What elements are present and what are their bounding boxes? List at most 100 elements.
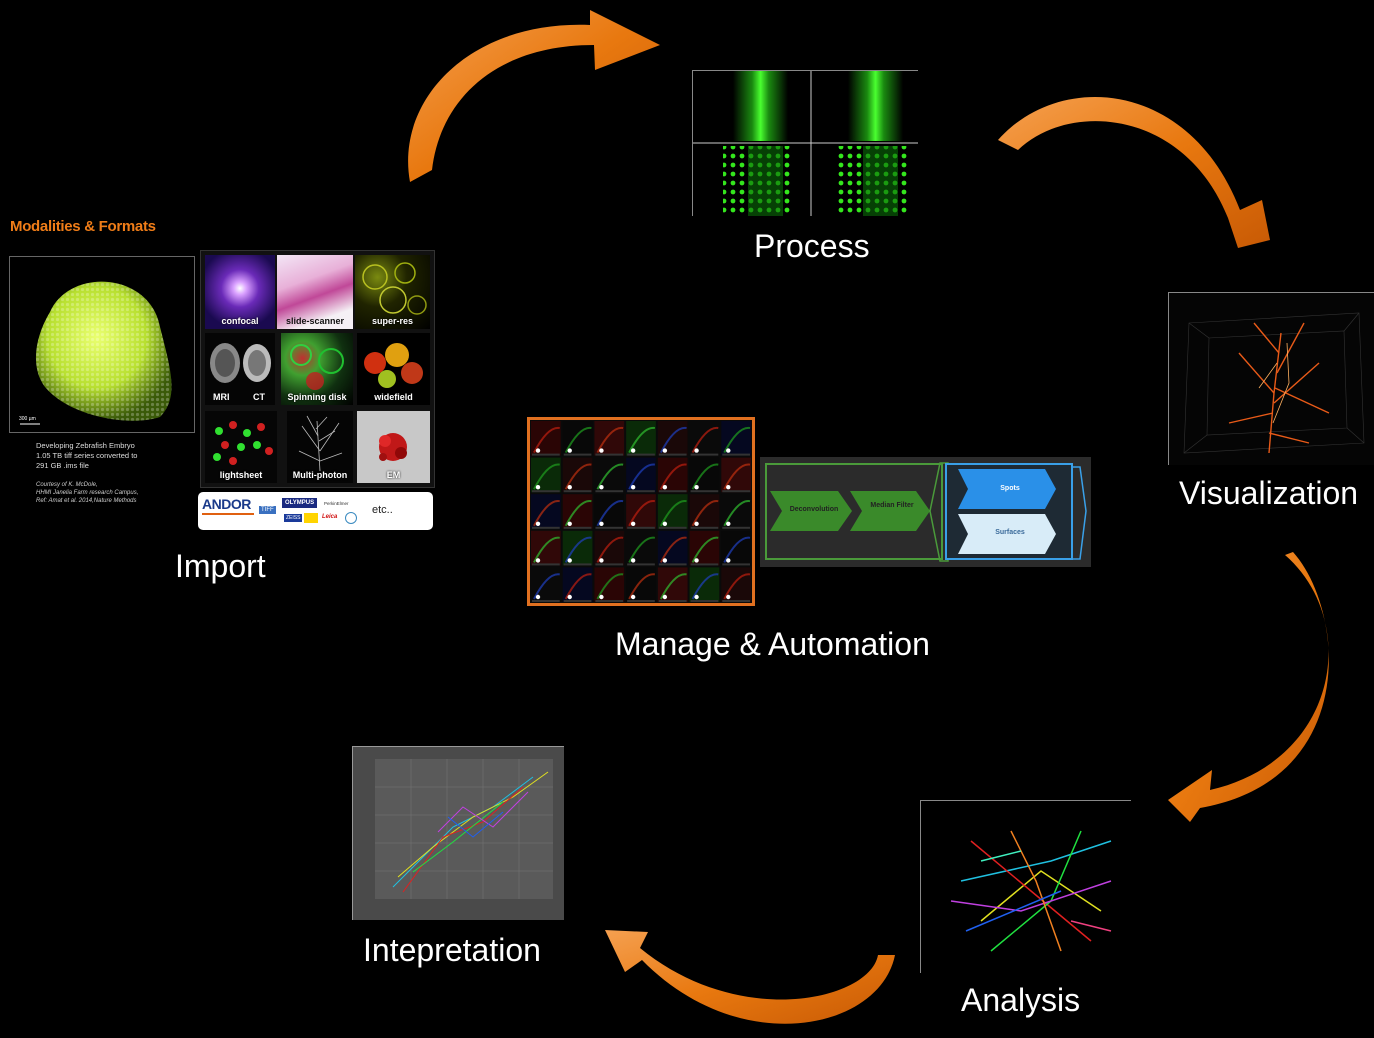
thumbnail bbox=[594, 494, 625, 529]
embryo-caption: Developing Zebrafish Embryo 1.05 TB tiff… bbox=[36, 441, 137, 471]
modalities-heading: Modalities & Formats bbox=[10, 218, 156, 235]
stage-label-visualization: Visualization bbox=[1179, 475, 1359, 511]
thumbnail bbox=[562, 530, 593, 566]
output-surfaces: Surfaces bbox=[995, 529, 1025, 536]
thumbnail bbox=[531, 457, 561, 493]
credit-line: Courtesy of K. McDole, bbox=[36, 482, 98, 488]
tile-label: super-res bbox=[371, 316, 414, 326]
thumbnail bbox=[531, 494, 561, 529]
tile-label: Spinning disk bbox=[287, 392, 347, 402]
credit-line: Ref: Amat et al. 2014,Nature Methods bbox=[36, 498, 137, 504]
caption-line: 1.05 TB tiff series converted to bbox=[36, 451, 138, 460]
thumbnail bbox=[562, 494, 593, 529]
processing-steps-box bbox=[765, 463, 943, 560]
pipeline-step-median-filter: Median Filter bbox=[870, 502, 914, 509]
thumbnail bbox=[594, 567, 625, 602]
thumbnail bbox=[657, 421, 688, 456]
arrow-visualization-to-analysis bbox=[1168, 552, 1329, 822]
thumbnail bbox=[721, 494, 751, 529]
modality-tile-spinning-disk: Spinning disk bbox=[281, 333, 353, 405]
modality-tile-widefield: widefield bbox=[357, 333, 430, 405]
manage-thumbnail-grid bbox=[527, 417, 755, 606]
thumbnail bbox=[626, 530, 656, 566]
thumbnail bbox=[657, 494, 688, 529]
modality-tile-em: EM bbox=[357, 411, 430, 483]
zebrafish-embryo-image: 300 µm bbox=[9, 256, 195, 433]
thumbnail bbox=[626, 457, 656, 493]
thumbnail bbox=[689, 530, 720, 566]
modality-tile-super-res: super-res bbox=[355, 255, 430, 329]
thumbnail bbox=[626, 567, 656, 602]
visualization-image bbox=[1168, 292, 1374, 465]
stage-label-process: Process bbox=[754, 228, 870, 264]
thumbnail bbox=[562, 421, 593, 456]
modality-tile-confocal: confocal bbox=[205, 255, 275, 329]
andor-underline bbox=[202, 513, 254, 515]
zeiss-logo: ZEISS bbox=[284, 514, 303, 522]
thumbnail bbox=[626, 421, 656, 456]
caption-line: Developing Zebrafish Embryo bbox=[36, 441, 135, 450]
modality-tile-lightsheet: lightsheet bbox=[205, 411, 277, 483]
perkinelmer-logo: PerkinElmer bbox=[324, 501, 349, 506]
vendors-etc: etc.. bbox=[372, 504, 393, 516]
arrow-analysis-to-interpretation bbox=[605, 930, 895, 1024]
thumbnail bbox=[562, 457, 593, 493]
modality-grid: confocal slide-scanner super-res MRI CT … bbox=[200, 250, 435, 488]
tile-label-ct: CT bbox=[253, 392, 265, 402]
thumbnail bbox=[721, 567, 751, 602]
thumbnail bbox=[531, 567, 561, 602]
thumbnail bbox=[594, 457, 625, 493]
interpretation-plot-image bbox=[352, 746, 564, 920]
thumbnail bbox=[689, 494, 720, 529]
thumbnail bbox=[657, 530, 688, 566]
tile-label-mri: MRI bbox=[213, 392, 230, 402]
output-spots: Spots bbox=[1000, 485, 1020, 492]
analysis-image bbox=[920, 800, 1131, 973]
thumbnail bbox=[657, 457, 688, 493]
olympus-logo: OLYMPUS bbox=[282, 498, 318, 508]
thumbnail bbox=[689, 421, 720, 456]
thumbnail bbox=[657, 567, 688, 602]
thumbnail bbox=[531, 530, 561, 566]
pipeline-chevrons bbox=[770, 462, 949, 562]
tile-label: EM bbox=[386, 470, 401, 480]
vendor-logos: ANDOR TIFF OLYMPUS PerkinElmer ZEISS Lei… bbox=[198, 492, 433, 530]
caption-line: 291 GB .ims file bbox=[36, 461, 89, 470]
nikon-logo bbox=[304, 513, 318, 523]
stage-label-interpretation: Intepretation bbox=[363, 932, 541, 968]
tile-label: confocal bbox=[221, 316, 259, 326]
process-image bbox=[692, 70, 918, 216]
globe-logo-icon bbox=[345, 512, 357, 524]
modality-tile-slide-scanner: slide-scanner bbox=[277, 255, 353, 329]
arrow-import-to-process bbox=[408, 10, 660, 182]
thumbnail bbox=[721, 457, 751, 493]
thumbnail bbox=[689, 457, 720, 493]
output-chevrons bbox=[958, 466, 1087, 560]
credit-line: HHMI Janelia Farm research Campus, bbox=[36, 490, 139, 496]
tile-label: widefield bbox=[374, 392, 413, 402]
thumbnail bbox=[721, 530, 751, 566]
tile-label: Multi-photon bbox=[292, 470, 348, 480]
stage-label-analysis: Analysis bbox=[961, 982, 1081, 1018]
thumbnail bbox=[721, 421, 751, 456]
thumbnail bbox=[594, 421, 625, 456]
leica-logo: Leica bbox=[322, 514, 338, 520]
stage-label-manage-automation: Manage & Automation bbox=[615, 626, 930, 662]
thumbnail bbox=[562, 567, 593, 602]
pipeline-step-deconvolution: Deconvolution bbox=[789, 506, 839, 513]
tile-label: slide-scanner bbox=[285, 316, 345, 326]
andor-logo: ANDOR bbox=[202, 496, 251, 512]
tiff-logo: TIFF bbox=[259, 506, 276, 514]
thumbnail bbox=[689, 567, 720, 602]
pipeline-panel: Deconvolution Median Filter Spots Surfac… bbox=[760, 457, 1091, 567]
stage-label-import: Import bbox=[175, 548, 266, 584]
modality-tile-multi-photon: Multi-photon bbox=[287, 411, 353, 483]
thumbnail bbox=[626, 494, 656, 529]
embryo-credit: Courtesy of K. McDole, HHMI Janelia Farm… bbox=[36, 481, 138, 505]
arrow-process-to-visualization bbox=[998, 96, 1270, 248]
thumbnail bbox=[594, 530, 625, 566]
tile-label: lightsheet bbox=[219, 470, 263, 480]
thumbnail bbox=[531, 421, 561, 456]
modality-tile-mri-ct: MRI CT bbox=[205, 333, 275, 405]
